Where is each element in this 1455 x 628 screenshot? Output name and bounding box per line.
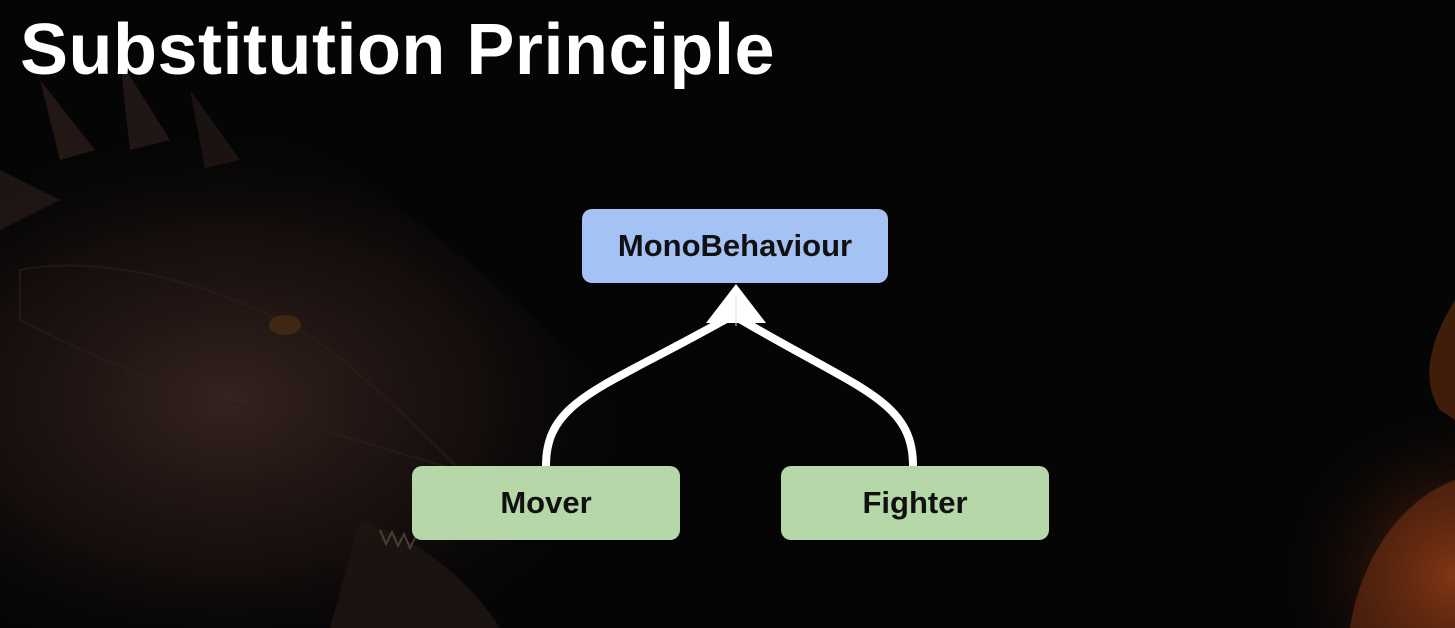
slide-title: Substitution Principle [20,10,776,90]
fighter-inheritance-line [734,314,917,470]
monobehaviour-label: MonoBehaviour [617,228,853,263]
fighter-label: Fighter [862,485,968,520]
fighter-node: Fighter [781,466,1049,540]
mover-node: Mover [412,466,680,540]
mover-inheritance-line [542,314,732,470]
monobehaviour-node: MonoBehaviour [582,209,888,283]
mover-label: Mover [500,485,592,520]
